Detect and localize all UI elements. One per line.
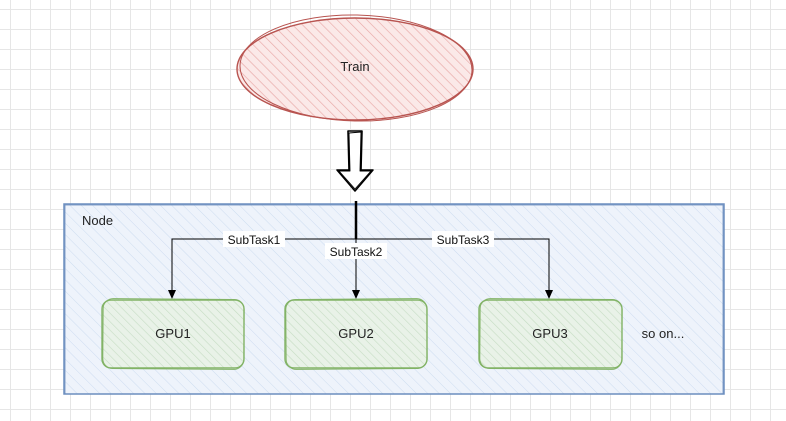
down-arrow-icon	[336, 130, 374, 192]
train-node[interactable]: Train	[236, 13, 474, 124]
edge-subtask3	[356, 238, 553, 299]
gpu3-label: GPU3	[532, 326, 567, 341]
edge-label-subtask1: SubTask1	[223, 231, 285, 247]
gpu3-box[interactable]: GPU3	[478, 298, 623, 370]
svg-text:SubTask2: SubTask2	[330, 245, 383, 259]
gpu1-box[interactable]: GPU1	[101, 298, 245, 370]
gpu2-box[interactable]: GPU2	[284, 298, 428, 370]
edge-label-subtask2: SubTask2	[325, 243, 387, 259]
gpu2-label: GPU2	[338, 326, 373, 341]
svg-text:SubTask3: SubTask3	[437, 233, 490, 247]
node-label: Node	[82, 213, 113, 228]
edge-subtask1	[168, 238, 356, 299]
svg-text:SubTask1: SubTask1	[228, 233, 281, 247]
train-label: Train	[340, 59, 369, 74]
edge-label-subtask3: SubTask3	[432, 231, 494, 247]
gpu1-label: GPU1	[155, 326, 190, 341]
edges	[168, 201, 553, 299]
more-label: so on...	[642, 326, 685, 341]
